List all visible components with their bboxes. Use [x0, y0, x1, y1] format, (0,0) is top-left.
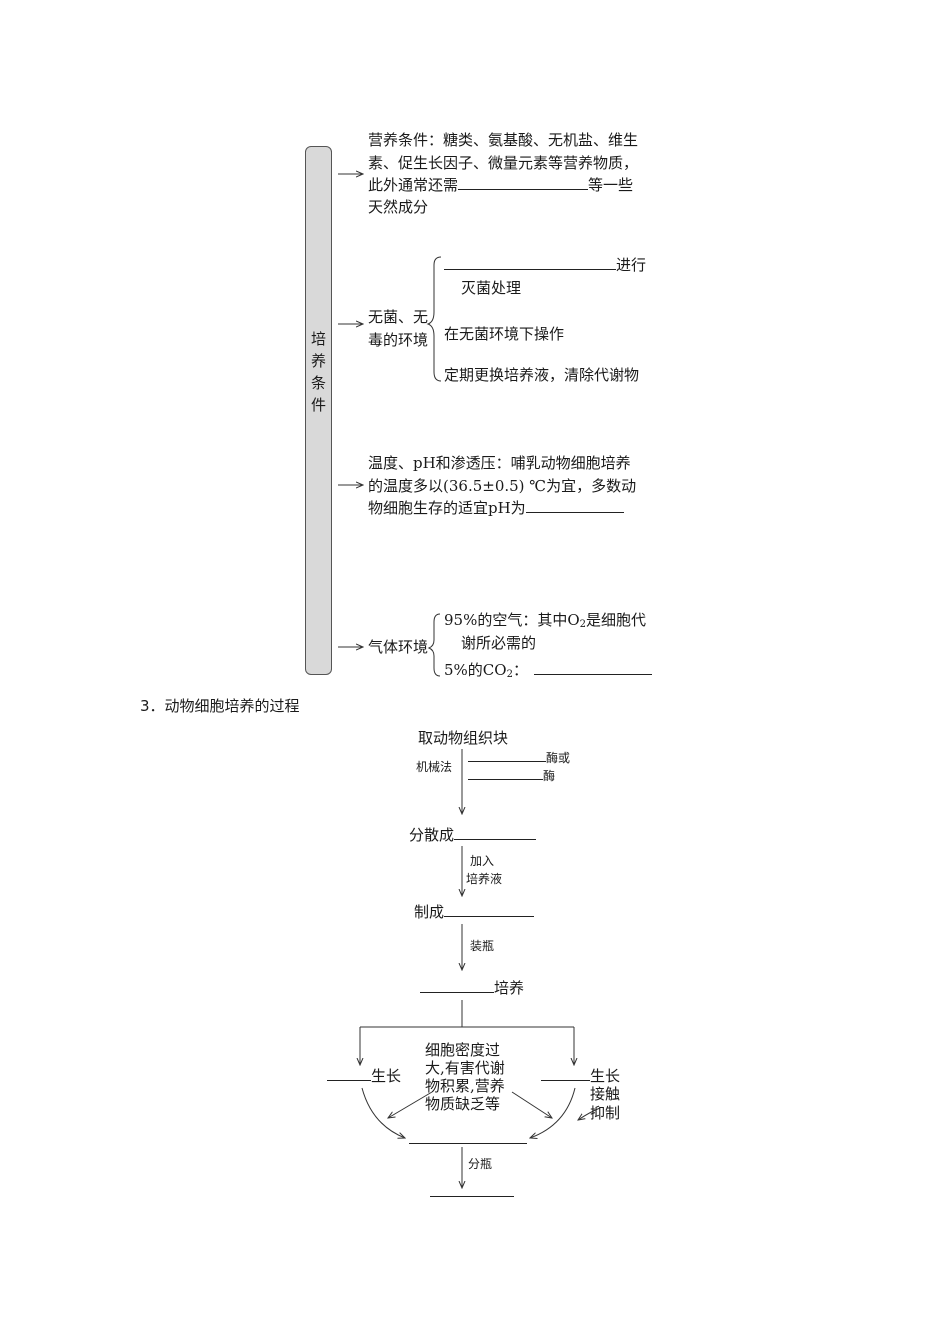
result-blank[interactable]: [409, 1128, 527, 1144]
sidebar-label: 培养条件: [310, 330, 326, 414]
flow-step-2: 分散成: [409, 824, 537, 847]
gas-item-2-b: ：: [512, 661, 528, 679]
center-line-2: 大,有害代谢: [425, 1059, 505, 1077]
flow-step-1: 取动物组织块: [418, 729, 509, 747]
left-growth-blank[interactable]: [327, 1065, 371, 1081]
co2-blank[interactable]: [533, 659, 652, 675]
step-2-blank[interactable]: [454, 824, 537, 840]
nutrition-line-3: 此外通常还需 等一些: [368, 174, 633, 197]
add-line-1: 加入: [470, 854, 495, 868]
flow-step-2-label: 分散成: [409, 826, 455, 844]
enzyme-2-label: 酶: [543, 769, 556, 783]
enzyme-1-label: 酶或: [546, 751, 571, 765]
nutrition-line-3-after: 等一些: [588, 176, 634, 194]
nutrition-line-4: 天然成分: [368, 198, 429, 216]
flow-step-3: 制成: [414, 901, 535, 924]
step-4-blank[interactable]: [420, 977, 494, 993]
gas-item-2-a: 5%的CO: [444, 661, 507, 679]
gas-item-1: 95%的空气：其中O2是细胞代: [444, 609, 646, 636]
right-growth: 生长: [541, 1065, 620, 1088]
sterile-item-1: 进行: [444, 254, 646, 277]
center-arrow-left: [388, 1091, 433, 1118]
inhibit-line-2: 抑制: [590, 1104, 621, 1122]
nutrition-line-3-before: 此外通常还需: [368, 176, 459, 194]
nutrition-line-1: 营养条件：糖类、氨基酸、无机盐、维生: [368, 131, 639, 149]
temperature-line-3-before: 物细胞生存的适宜pH为: [368, 499, 526, 517]
inhibit-line-1: 接触: [590, 1085, 621, 1103]
flow-step-4-label: 培养: [494, 979, 525, 997]
flow-step-3-label: 制成: [414, 903, 445, 921]
center-line-1: 细胞密度过: [425, 1041, 501, 1059]
sterile-label-1: 无菌、无: [368, 308, 429, 326]
temperature-line-1: 温度、pH和渗透压：哺乳动物细胞培养: [368, 454, 631, 472]
gas-item-2: 5%的CO2：: [444, 659, 652, 686]
result-line: [409, 1128, 527, 1148]
left-growth: 生长: [327, 1065, 401, 1088]
gas-item-1-b: 是细胞代: [586, 611, 647, 629]
sidebar-box: [305, 146, 332, 675]
final-blank[interactable]: [430, 1181, 514, 1197]
gas-item-2-sub: 2: [506, 669, 513, 680]
center-arrow-right: [511, 1091, 552, 1118]
sterile-blank[interactable]: [444, 254, 616, 270]
right-growth-label: 生长: [590, 1067, 621, 1085]
temperature-line-3: 物细胞生存的适宜pH为: [368, 497, 624, 520]
sterile-item-1-line-2: 灭菌处理: [461, 279, 522, 297]
brace-gas: [427, 613, 441, 677]
enzyme-line-1: 酶或: [468, 749, 570, 766]
curve-right: [530, 1087, 576, 1138]
ph-blank[interactable]: [525, 497, 624, 513]
gas-item-1-a: 95%的空气：其中O: [444, 611, 580, 629]
temperature-line-2: 的温度多以(36.5±0.5) ℃为宜，多数动: [368, 477, 637, 495]
brace-sterile: [426, 256, 442, 382]
enzyme-blank-2[interactable]: [468, 767, 543, 780]
center-line-4: 物质缺乏等: [425, 1095, 501, 1113]
gas-item-1-sub: 2: [579, 619, 587, 630]
gas-item-1-line-2: 谢所必需的: [461, 634, 537, 652]
nutrition-line-2: 素、促生长因子、微量元素等营养物质，: [368, 154, 639, 172]
nutrition-blank[interactable]: [458, 174, 589, 190]
curve-left: [361, 1087, 405, 1138]
sterile-item-2: 在无菌环境下操作: [444, 325, 565, 343]
flow-step-4: 培养: [420, 977, 524, 1000]
enzyme-line-2: 酶: [468, 767, 555, 784]
right-growth-blank[interactable]: [541, 1065, 590, 1081]
center-line-3: 物积累,营养: [425, 1077, 505, 1095]
sterile-item-1-after: 进行: [616, 256, 647, 274]
enzyme-blank-1[interactable]: [468, 749, 546, 762]
left-growth-label: 生长: [371, 1067, 402, 1085]
sterile-item-3: 定期更换培养液，清除代谢物: [444, 366, 640, 384]
step-3-blank[interactable]: [444, 901, 535, 917]
final-line: [430, 1181, 514, 1201]
method-label: 机械法: [416, 760, 453, 774]
add-line-2: 培养液: [466, 872, 503, 886]
section-heading: 3．动物细胞培养的过程: [140, 697, 300, 715]
sterile-label-2: 毒的环境: [368, 331, 429, 349]
split-label: 分瓶: [468, 1157, 493, 1171]
inhibit-arrow: [578, 1107, 601, 1120]
gas-label: 气体环境: [368, 638, 429, 656]
bottle-label: 装瓶: [470, 939, 495, 953]
